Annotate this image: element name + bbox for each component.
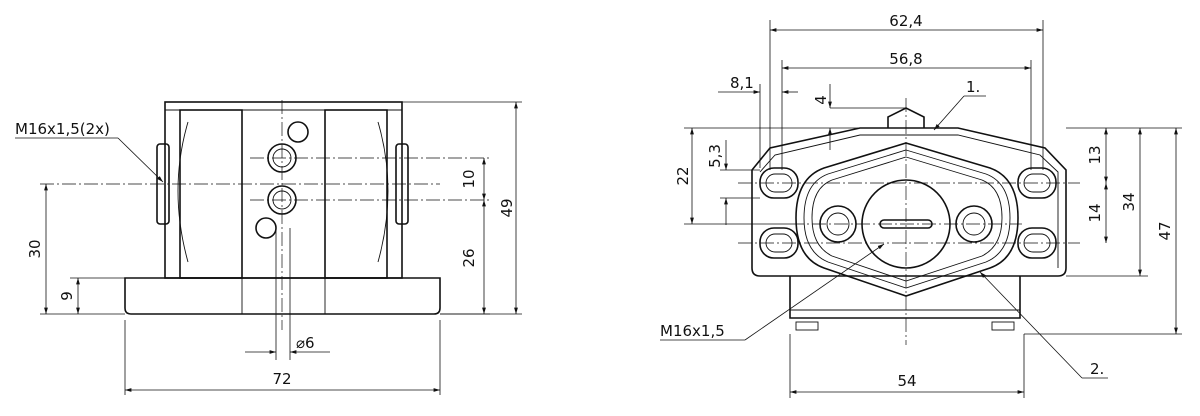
dim-5-3: 5,3	[706, 144, 724, 168]
side-flange	[751, 127, 1067, 277]
dim-9: 9	[58, 291, 76, 301]
dim-72: 72	[272, 370, 291, 388]
dim-22: 22	[674, 166, 692, 185]
dim-14: 14	[1086, 203, 1104, 222]
dim-8-1: 8,1	[730, 74, 754, 92]
front-base	[124, 277, 441, 315]
front-left-flange	[179, 109, 243, 279]
dim-34: 34	[1120, 192, 1138, 211]
front-hole	[255, 217, 277, 239]
dim-26: 26	[460, 248, 478, 267]
dim-47: 47	[1156, 221, 1174, 240]
side-view: 62,4 56,8 8,1 4 22 5,3 13 14	[660, 12, 1182, 398]
dim-56-8: 56,8	[889, 50, 922, 68]
dim-49: 49	[498, 198, 516, 217]
item-1-label: 1.	[966, 78, 980, 96]
dim-diameter-6: ⌀6	[296, 334, 315, 352]
front-thread-callout: M16x1,5(2x)	[15, 120, 110, 138]
dim-30: 30	[26, 239, 44, 258]
dim-13: 13	[1086, 145, 1104, 164]
dim-4: 4	[812, 95, 830, 105]
dim-10: 10	[460, 169, 478, 188]
dim-62-4: 62,4	[889, 12, 922, 30]
front-view: 72 49 10 26 30 9 ⌀6 M16x1,5(2x)	[15, 100, 522, 395]
dim-54: 54	[897, 372, 916, 390]
front-right-flange	[324, 109, 388, 279]
item-2-label: 2.	[1090, 360, 1104, 378]
front-hole	[287, 121, 309, 143]
side-thread-callout: M16x1,5	[660, 322, 725, 340]
front-body	[164, 101, 403, 279]
